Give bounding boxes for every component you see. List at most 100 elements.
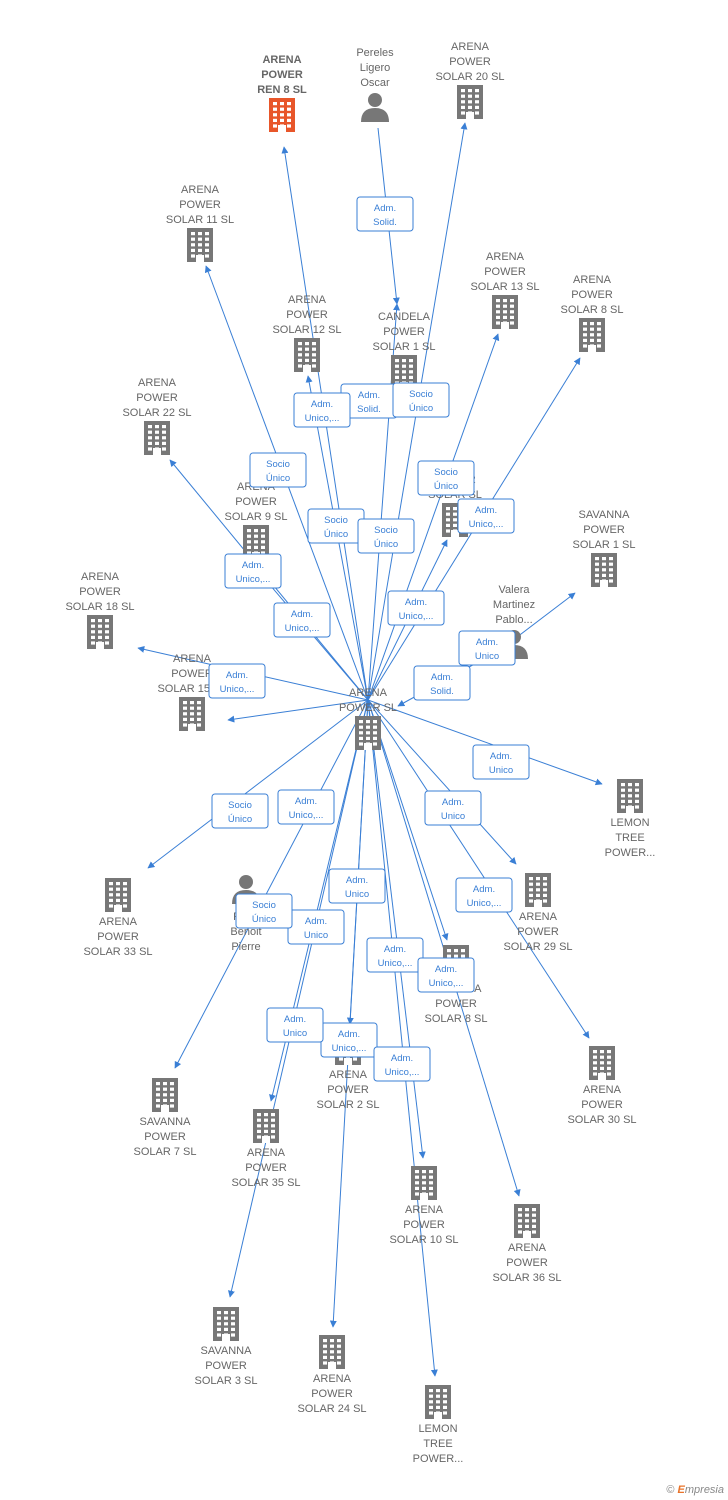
relation-label[interactable]: Adm.Unico,... <box>208 663 266 699</box>
node-label-line: POWER <box>79 586 121 598</box>
relation-label[interactable]: Adm.Unico,... <box>373 1046 431 1082</box>
relation-label[interactable]: Adm.Unico <box>472 744 530 780</box>
person-icon <box>361 93 389 122</box>
building-icon <box>179 697 205 731</box>
node-lemon1[interactable]: LEMONTREEPOWER... <box>605 779 656 859</box>
relation-label[interactable]: Adm.Unico,... <box>417 957 475 993</box>
relation-label-text: Unico <box>345 889 369 900</box>
node-label-line: POWER <box>261 69 303 81</box>
relation-label-text: Adm. <box>358 390 380 401</box>
relation-label-text: Unico,... <box>236 574 271 585</box>
relation-label[interactable]: Adm.Unico <box>424 790 482 826</box>
relation-label-text: Adm. <box>374 203 396 214</box>
relation-label[interactable]: Adm. Unico <box>266 1007 324 1043</box>
relation-label[interactable]: Adm. Solid. <box>356 196 414 232</box>
relation-label[interactable]: Adm.Unico,... <box>457 498 515 534</box>
building-icon <box>579 318 605 352</box>
node-label-line: SOLAR 35 SL <box>231 1177 300 1189</box>
node-label-line: POWER <box>327 1084 369 1096</box>
edge-center-lemon2 <box>367 699 438 1377</box>
building-icon <box>589 1046 615 1080</box>
edge-center-s24 <box>329 699 369 1328</box>
relation-label[interactable]: Adm.Solid. <box>413 665 471 701</box>
node-label-line: POWER <box>286 309 328 321</box>
relation-label-text: Adm. <box>442 797 464 808</box>
node-label-line: SAVANNA <box>201 1345 253 1357</box>
node-label-line: SOLAR 1 SL <box>573 539 636 551</box>
relation-label-text: Socio <box>374 525 398 536</box>
node-label-line: POWER <box>97 931 139 943</box>
relation-label-text: Solid. <box>373 217 397 228</box>
relation-label-text: Único <box>252 914 276 925</box>
node-label-line: ARENA <box>405 1204 444 1216</box>
relation-label-text: Solid. <box>430 686 454 697</box>
footer-credit[interactable]: ©Empresia <box>666 1484 724 1496</box>
relation-label-text: Adm. <box>284 1014 306 1025</box>
node-lemon2[interactable]: LEMONTREEPOWER... <box>413 1385 464 1465</box>
relation-label[interactable]: Adm.Unico,... <box>224 553 282 589</box>
edge-center-sav7 <box>174 699 369 1069</box>
relation-label[interactable]: Adm.Unico,... <box>277 789 335 825</box>
relation-label[interactable]: Adm.Unico,... <box>366 937 424 973</box>
node-label-line: SAVANNA <box>140 1116 192 1128</box>
relation-label-text: Único <box>409 403 433 414</box>
relation-label[interactable]: Adm.Unico,... <box>293 392 351 428</box>
node-label-line: REN 8 SL <box>257 84 307 96</box>
relation-label[interactable]: Adm.Unico,... <box>273 602 331 638</box>
building-icon <box>105 878 131 912</box>
relation-label[interactable]: Adm.Unico <box>328 868 386 904</box>
node-label-line: SOLAR 36 SL <box>492 1272 561 1284</box>
node-label-line: SOLAR 7 SL <box>134 1146 197 1158</box>
node-label-line: Oscar <box>360 77 390 89</box>
node-label-line: ARENA <box>519 911 558 923</box>
relation-label-text: Unico,... <box>332 1043 367 1054</box>
relation-label-text: Adm. <box>473 884 495 895</box>
relation-label[interactable]: Adm.Unico <box>458 630 516 666</box>
relation-label[interactable]: Adm.Unico,... <box>455 877 513 913</box>
relation-label[interactable]: Adm.Unico <box>287 909 345 945</box>
relation-label-text: Unico,... <box>399 611 434 622</box>
node-label-line: POWER <box>506 1257 548 1269</box>
relation-label-text: Adm. <box>475 505 497 516</box>
node-label-line: Martinez <box>493 599 535 611</box>
node-label-line: POWER <box>484 266 526 278</box>
relation-label-text: Adm. <box>391 1053 413 1064</box>
relation-label[interactable]: Adm.Unico,... <box>320 1022 378 1058</box>
relation-label[interactable]: Adm.Unico,... <box>387 590 445 626</box>
building-icon <box>269 98 295 132</box>
relation-label-text: Solid. <box>357 404 381 415</box>
node-label-line: POWER... <box>413 1453 464 1465</box>
relation-label-text: Unico <box>283 1028 307 1039</box>
